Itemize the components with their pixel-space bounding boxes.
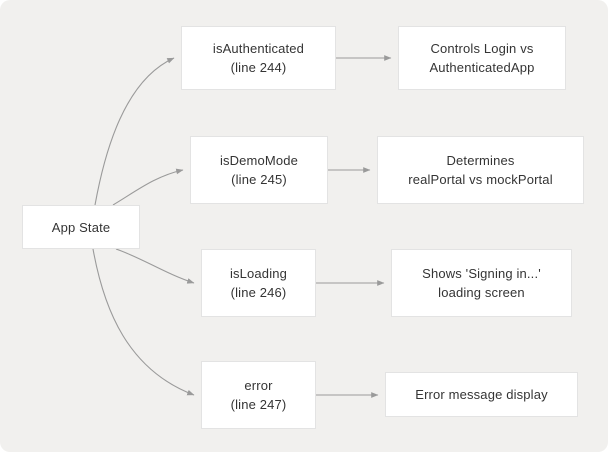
node-is-demo-mode[interactable]: isDemoMode (line 245) bbox=[190, 136, 328, 204]
node-error[interactable]: error (line 247) bbox=[201, 361, 316, 429]
node-is-demo-mode-sublabel: (line 245) bbox=[231, 172, 287, 187]
edge-app-state-to-is-loading bbox=[115, 248, 195, 284]
node-determines-portal[interactable]: Determines realPortal vs mockPortal bbox=[377, 136, 584, 204]
node-controls-login-sublabel: AuthenticatedApp bbox=[429, 60, 535, 75]
node-error-sublabel: (line 247) bbox=[230, 397, 287, 412]
node-shows-signing-in-label: Shows 'Signing in...' bbox=[422, 266, 541, 281]
node-is-loading[interactable]: isLoading (line 246) bbox=[201, 249, 316, 317]
node-is-demo-mode-label: isDemoMode bbox=[219, 153, 299, 168]
node-shows-signing-in[interactable]: Shows 'Signing in...' loading screen bbox=[391, 249, 572, 317]
node-is-authenticated-label: isAuthenticated bbox=[212, 41, 305, 56]
node-app-state-label: App State bbox=[51, 219, 111, 235]
node-error-message-display[interactable]: Error message display bbox=[385, 372, 578, 417]
node-determines-portal-label: Determines bbox=[446, 153, 515, 168]
edge-app-state-to-error bbox=[92, 248, 195, 396]
node-controls-login[interactable]: Controls Login vs AuthenticatedApp bbox=[398, 26, 566, 90]
node-controls-login-label: Controls Login vs bbox=[430, 41, 534, 56]
node-is-authenticated-sublabel: (line 244) bbox=[230, 60, 287, 75]
edge-app-state-to-is-authenticated bbox=[94, 57, 175, 206]
node-is-loading-label: isLoading bbox=[229, 266, 287, 281]
node-determines-portal-sublabel: realPortal vs mockPortal bbox=[408, 172, 553, 187]
node-is-authenticated[interactable]: isAuthenticated (line 244) bbox=[181, 26, 336, 90]
node-error-message-display-label: Error message display bbox=[415, 387, 548, 402]
node-shows-signing-in-sublabel: loading screen bbox=[438, 285, 525, 300]
edge-app-state-to-is-demo-mode bbox=[112, 168, 184, 206]
node-app-state[interactable]: App State bbox=[22, 205, 140, 249]
node-is-loading-sublabel: (line 246) bbox=[230, 285, 287, 300]
node-error-label: error bbox=[244, 378, 273, 393]
